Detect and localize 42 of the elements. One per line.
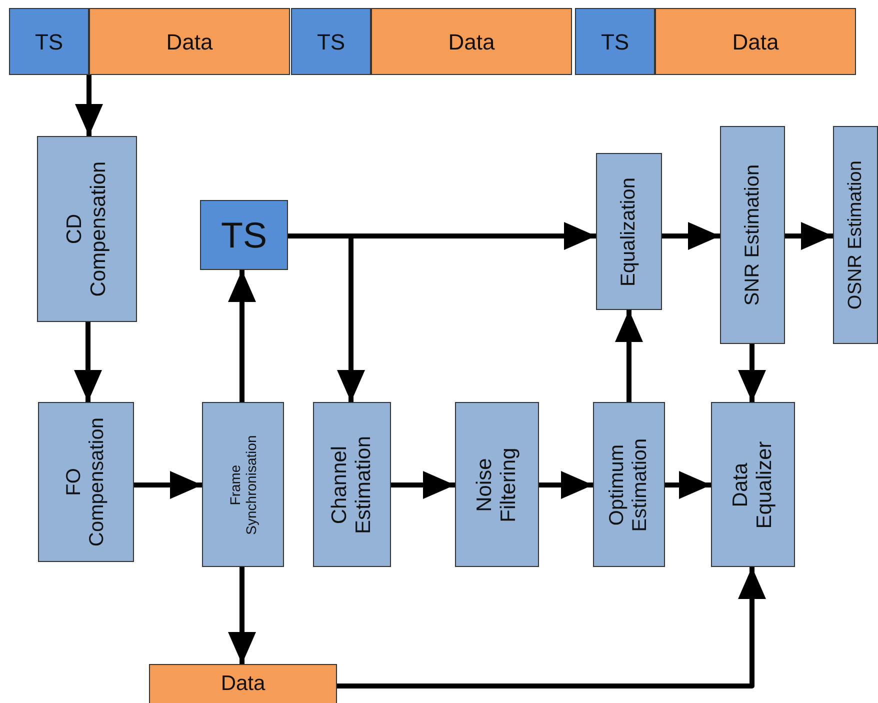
process-box [711,402,795,567]
arrow [75,72,103,138]
ts-block [291,8,371,75]
block-label: Data [732,28,779,54]
data-block [655,8,856,75]
process-box [833,126,878,344]
data-block [149,664,337,703]
block-label: TS [316,28,346,54]
block-label: Data [166,28,213,54]
block-label: TS [34,28,64,54]
block-label: Data Equalizer [728,440,777,530]
ts-block [575,8,655,75]
process-box [720,126,785,344]
arrow [615,308,643,404]
block-label: Frame Synchronisation [226,434,260,536]
process-box [38,402,134,562]
arrow [228,564,256,666]
ts-block [200,200,288,270]
block-label: Data [448,28,495,54]
block-label: OSNR Estimation [844,160,866,312]
process-box [596,153,662,310]
block-label: Data [220,672,266,696]
arrow [74,320,102,404]
process-box [313,402,391,567]
block-label: Noise Filtering [472,446,521,524]
process-box [202,402,284,567]
block-label: Equalization [618,176,640,288]
block-label: Optimum Estimation [606,436,652,534]
process-box [37,136,137,322]
block-label: Channel Estimation [328,434,376,536]
block-label: CD Compensation [62,160,111,299]
block-label: TS [221,214,267,256]
block-label: SNR Estimation [741,163,764,308]
process-box [455,402,539,567]
ts-block [9,8,89,75]
process-box [593,402,665,567]
block-label: FO Compensation [63,416,109,548]
data-block [371,8,572,75]
block-label: TS [600,28,630,54]
data-block [89,8,290,75]
arrow [738,342,766,404]
arrow [228,268,256,404]
